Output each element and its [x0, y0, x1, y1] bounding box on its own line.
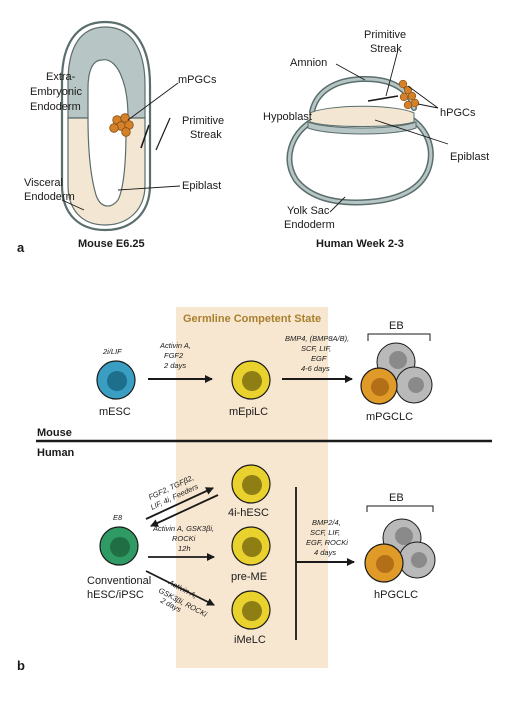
human-arrow-condition: EGF, ROCKi [306, 538, 348, 547]
visceral-endoderm-label: Visceral [24, 177, 63, 189]
hesc-label: hESC/iPSC [87, 589, 144, 601]
mouse-arrow1-condition: FGF2 [164, 351, 184, 360]
human-epiblast-shape [309, 105, 415, 127]
mouse-eb-label: EB [389, 320, 404, 332]
to-preme-condition: 12h [178, 544, 191, 553]
mouse-eb-cluster [360, 342, 433, 405]
extraembryonic-label: Endoderm [30, 101, 81, 113]
imelc-label: iMeLC [234, 634, 266, 646]
mouse-eb-bracket [367, 333, 431, 341]
mouse-epiblast-shape [67, 117, 146, 226]
germline-competent-title: Germline Competent State [183, 313, 321, 325]
mouse-arrow2-condition: EGF [311, 354, 327, 363]
yolk-sac-label: Yolk Sac [287, 205, 330, 217]
preme-label: pre-ME [231, 571, 267, 583]
hpgclc-label: hPGCLC [374, 589, 418, 601]
extraembryonic-cap [67, 26, 146, 119]
mpgclc-label: mPGCLC [366, 411, 413, 423]
to-imelc-arrow [145, 570, 215, 606]
mouse-pgc-cluster [109, 113, 134, 137]
mouse-embryo [60, 20, 181, 232]
panel-b-label: b [17, 658, 25, 673]
amnion-label: Amnion [290, 57, 327, 69]
human-streak-label: Streak [370, 43, 402, 55]
human-eb-cluster [364, 518, 436, 583]
4i-hesc-label: 4i-hESC [228, 507, 269, 519]
mesc-label: mESC [99, 406, 131, 418]
imelc-cell [231, 590, 271, 630]
mpgcs-label: mPGCs [178, 74, 217, 86]
human-streak-label: Primitive [364, 29, 406, 41]
human-pgc-cluster [398, 79, 420, 110]
mouse-streak-label: Primitive [182, 115, 224, 127]
mouse-epiblast-label: Epiblast [182, 180, 221, 192]
mouse-title: Mouse E6.25 [78, 238, 145, 250]
human-embryo [286, 49, 449, 213]
mouse-species-label: Mouse [37, 427, 72, 439]
hypoblast-label: Hypoblast [263, 111, 312, 123]
mouse-arrow2-condition: BMP4, (BMP8A/B), [285, 334, 349, 343]
human-streak-line [367, 95, 399, 102]
human-arrow-condition: BMP2/4, [312, 518, 341, 527]
human-eb-bracket [366, 505, 434, 512]
extraembryonic-label: Embryonic [30, 86, 82, 98]
human-eb-label: EB [389, 492, 404, 504]
visceral-endoderm-label: Endoderm [24, 191, 75, 203]
human-arrow-condition: SCF, LIF, [310, 528, 340, 537]
mouse-streak-line [140, 124, 150, 149]
mouse-arrow2-condition: 4-6 days [301, 364, 330, 373]
preme-cell [231, 526, 271, 566]
hesc-condition: E8 [113, 513, 123, 522]
mouse-arrow1-condition: Activin A, [159, 341, 191, 350]
mouse-streak-marker [155, 117, 171, 151]
human-epiblast-label: Epiblast [450, 151, 489, 163]
hesc-cell [99, 526, 139, 566]
hpgcs-label: hPGCs [440, 107, 476, 119]
mepilc-label: mEpiLC [229, 406, 268, 418]
mesc-cell [96, 360, 136, 400]
human-title: Human Week 2-3 [316, 238, 404, 250]
mouse-arrow1-condition: 2 days [163, 361, 186, 370]
hypoblast-shape [307, 121, 417, 135]
4i-hesc-cell [231, 464, 271, 504]
to-4i-arrow [145, 487, 214, 520]
panel-a-label: a [17, 240, 25, 255]
mouse-arrow2-condition: SCF, LIF, [301, 344, 331, 353]
human-arrow-condition: 4 days [314, 548, 336, 557]
from-4i-arrow [150, 494, 219, 527]
hesc-label: Conventional [87, 575, 151, 587]
yolk-sac-label: Endoderm [284, 219, 335, 231]
human-species-label: Human [37, 447, 75, 459]
extraembryonic-label: Extra- [46, 71, 76, 83]
mesc-condition: 2i/LIF [102, 347, 122, 356]
mepilc-cell [231, 360, 271, 400]
mouse-streak-label: Streak [190, 129, 222, 141]
to-preme-condition: ROCKi [172, 534, 196, 543]
to-preme-condition: Activin A, GSK3βi, [152, 524, 214, 533]
